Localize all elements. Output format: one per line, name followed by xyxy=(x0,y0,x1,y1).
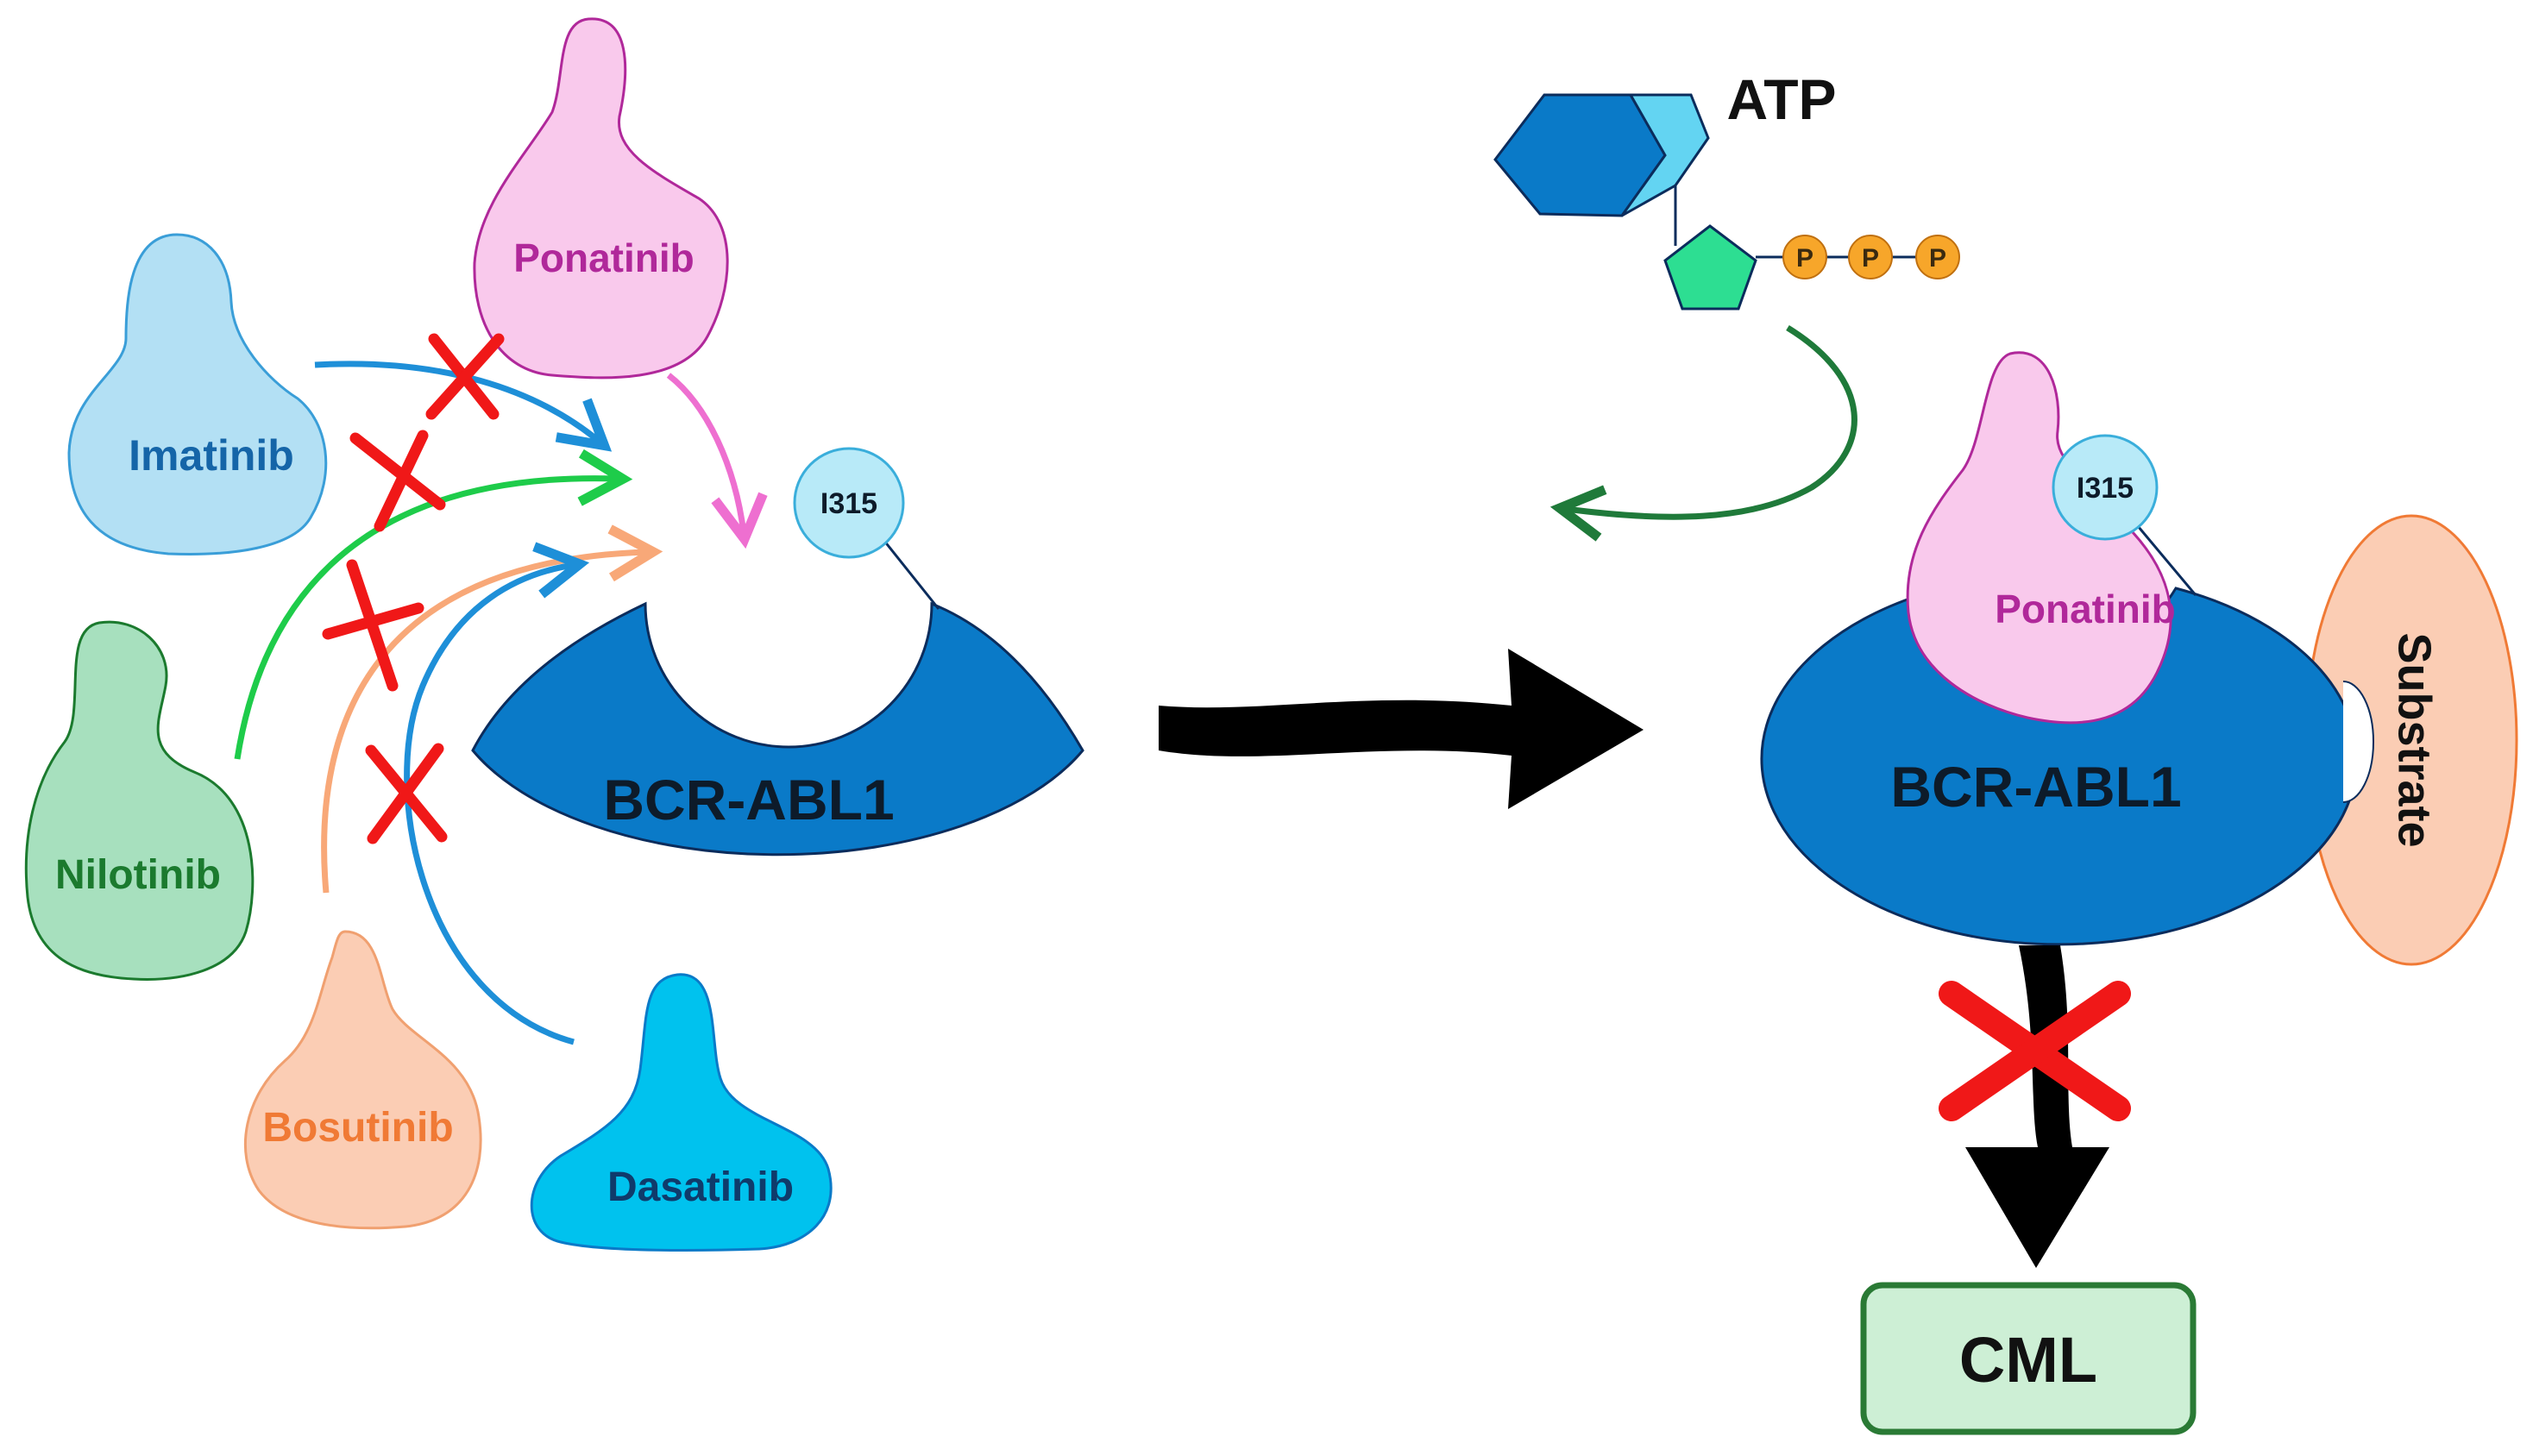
bound-ponatinib-shape xyxy=(1906,351,2172,725)
transition-arrow xyxy=(1159,649,1644,809)
nilotinib-drug: Nilotinib xyxy=(24,620,255,981)
i315-left-label: I315 xyxy=(820,487,877,520)
i315-right-tether xyxy=(2128,515,2197,596)
ponatinib-arrow xyxy=(666,373,768,549)
bcr-abl1-right: BCR-ABL1 xyxy=(1760,587,2374,946)
i315-left-circle xyxy=(793,447,905,559)
bcr-abl1-left: BCR-ABL1 xyxy=(471,601,1084,857)
bound-ponatinib: Ponatinib xyxy=(1906,351,2176,725)
cml-label: CML xyxy=(1959,1324,2097,1396)
i315-right: I315 xyxy=(2052,434,2197,596)
atp-sugar xyxy=(1663,224,1757,311)
cml-box: CML xyxy=(1860,1282,2197,1435)
bcr-abl1-right-label: BCR-ABL1 xyxy=(1890,755,2181,819)
phosphate-3 xyxy=(1915,235,1960,279)
bosutinib-drug: Bosutinib xyxy=(243,930,482,1230)
dasatinib-shape xyxy=(530,973,833,1252)
bosutinib-shape xyxy=(243,930,482,1230)
bcr-abl1-left-body xyxy=(471,601,1084,857)
i315-right-circle xyxy=(2052,434,2159,541)
phosphate-2-label: P xyxy=(1862,244,1879,273)
atp-label: ATP xyxy=(1726,67,1836,131)
i315-left: I315 xyxy=(793,447,940,610)
i315-left-tether xyxy=(876,531,940,610)
bosutinib-label: Bosutinib xyxy=(262,1105,453,1151)
phosphate-2 xyxy=(1848,235,1893,279)
imatinib-label: Imatinib xyxy=(129,431,294,480)
bound-ponatinib-label: Ponatinib xyxy=(1995,587,2176,631)
nilotinib-arrow xyxy=(234,449,633,760)
ponatinib-shape xyxy=(473,17,729,380)
cml-box-rect xyxy=(1860,1282,2197,1435)
imatinib-arrow xyxy=(314,361,613,452)
nilotinib-label: Nilotinib xyxy=(55,852,221,898)
block-cross-imatinib xyxy=(425,333,505,420)
i315-right-label: I315 xyxy=(2077,472,2134,505)
imatinib-drug: Imatinib xyxy=(67,233,328,555)
down-arrow xyxy=(1965,945,2109,1268)
dasatinib-arrow xyxy=(404,542,590,1045)
atp-arrow xyxy=(1549,325,1857,542)
bcr-abl1-left-label: BCR-ABL1 xyxy=(603,768,894,832)
ponatinib-label: Ponatinib xyxy=(513,235,695,280)
imatinib-shape xyxy=(67,233,328,555)
phosphate-1 xyxy=(1782,235,1827,279)
phosphate-1-label: P xyxy=(1796,244,1813,273)
atp-molecule: P P P ATP xyxy=(1493,67,1960,311)
substrate-label: Substrate xyxy=(2389,632,2441,847)
phosphate-3-label: P xyxy=(1929,244,1946,273)
nilotinib-shape xyxy=(24,620,255,981)
dasatinib-label: Dasatinib xyxy=(607,1164,794,1210)
dasatinib-drug: Dasatinib xyxy=(530,973,833,1252)
block-cross-dasatinib xyxy=(365,743,448,844)
block-cross-nilotinib xyxy=(349,430,446,532)
block-cross-bosutinib xyxy=(322,559,424,692)
substrate-notch xyxy=(2342,681,2374,803)
block-cross-cml xyxy=(1939,981,2131,1121)
ponatinib-drug: Ponatinib xyxy=(473,17,729,380)
